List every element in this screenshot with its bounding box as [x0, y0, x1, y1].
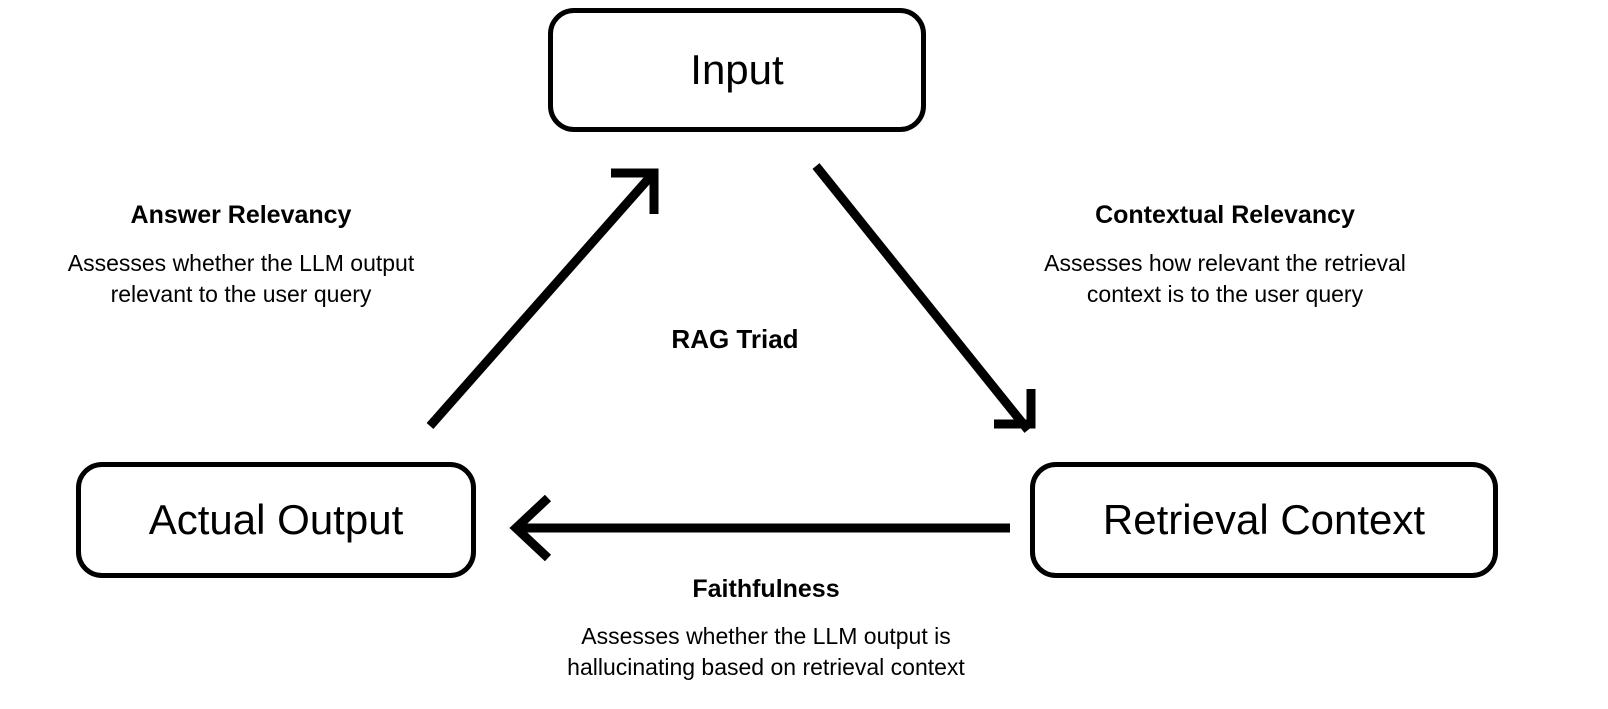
arrow-input-to-retrieval-context: [812, 163, 1036, 433]
annotation-contextual-relevancy-title: Contextual Relevancy: [1095, 201, 1355, 229]
node-input[interactable]: Input: [548, 8, 926, 132]
annotation-faithfulness-description: Assesses whether the LLM output is hallu…: [567, 623, 965, 681]
arrow-actual-output-to-input: [426, 168, 659, 429]
annotation-answer-relevancy: Answer Relevancy Assesses whether the LL…: [36, 200, 446, 310]
node-retrieval-context-label: Retrieval Context: [1102, 496, 1426, 543]
annotation-faithfulness-title: Faithfulness: [692, 575, 840, 603]
node-input-label: Input: [690, 46, 784, 93]
annotation-faithfulness: Faithfulness Assesses whether the LLM ou…: [516, 574, 1016, 683]
arrow-retrieval-context-to-actual-output: [509, 494, 1010, 562]
diagram-title: RAG Triad: [671, 324, 799, 354]
annotation-contextual-relevancy: Contextual Relevancy Assesses how releva…: [1018, 200, 1432, 310]
node-retrieval-context[interactable]: Retrieval Context: [1030, 462, 1498, 578]
annotation-answer-relevancy-description: Assesses whether the LLM output relevant…: [67, 250, 415, 308]
annotation-contextual-relevancy-description: Assesses how relevant the retrieval cont…: [1044, 250, 1406, 308]
node-actual-output[interactable]: Actual Output: [76, 462, 476, 578]
annotation-answer-relevancy-title: Answer Relevancy: [130, 201, 352, 229]
node-actual-output-label: Actual Output: [148, 496, 404, 543]
